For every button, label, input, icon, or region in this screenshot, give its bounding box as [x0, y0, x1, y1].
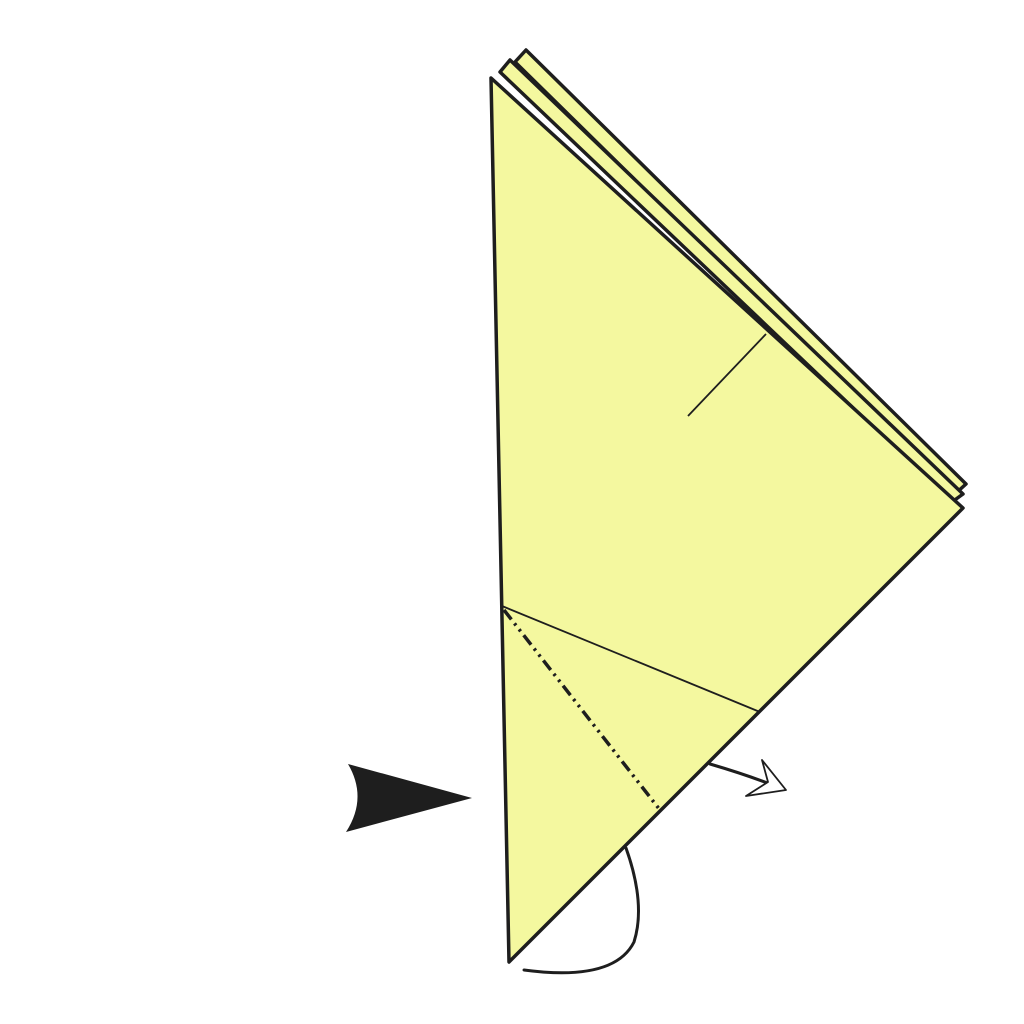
push-in-arrow-icon — [346, 764, 472, 832]
front-layer — [489, 76, 965, 964]
unfold-arrow-shaft — [708, 762, 772, 786]
paper-model — [489, 48, 968, 964]
short-crease — [687, 333, 767, 417]
existing-crease — [501, 605, 761, 713]
mountain-fold-line — [502, 608, 662, 812]
hollow-arrowhead-icon — [745, 759, 787, 797]
unfold-arrow — [708, 759, 787, 797]
swing-arrow — [522, 846, 640, 975]
